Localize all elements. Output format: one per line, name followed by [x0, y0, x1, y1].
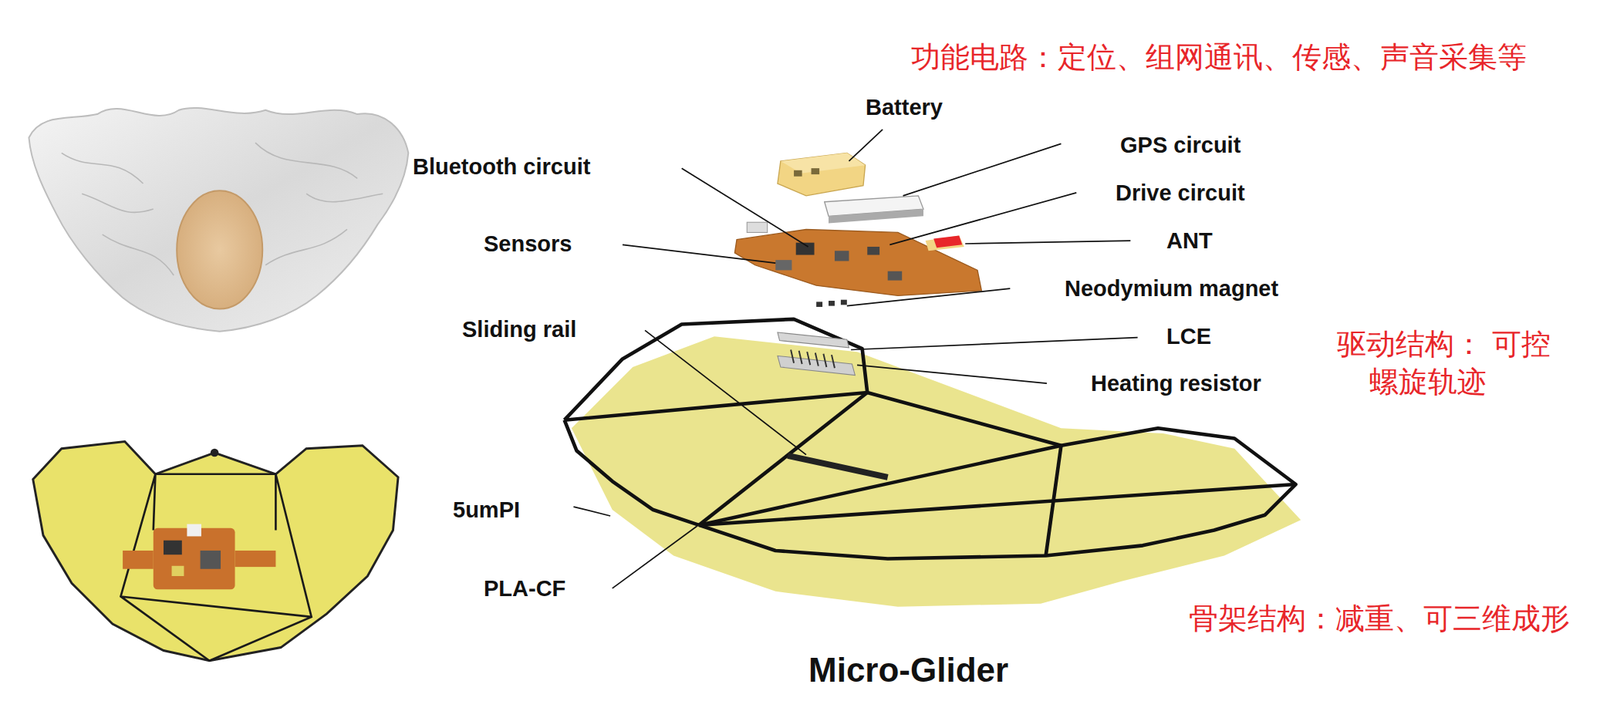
skeleton-frame	[564, 319, 1297, 560]
part-label: LCE	[1166, 323, 1212, 351]
frame-note: 骨架结构：减重、可三维成形	[1188, 601, 1570, 638]
glider-photo	[33, 441, 399, 661]
function-note: 功能电路：定位、组网通讯、传感、声音采集等	[911, 40, 1527, 76]
drive-note: 驱动结构： 可控螺旋轨迹	[1336, 325, 1551, 402]
part-label: Sliding rail	[462, 316, 577, 344]
membrane-photo	[28, 108, 409, 332]
part-label: ANT	[1166, 227, 1213, 255]
part-label: Bluetooth circuit	[412, 153, 591, 181]
part-label: Sensors	[483, 230, 572, 258]
pi-skin	[571, 336, 1301, 607]
part-label: PLA-CF	[483, 575, 566, 603]
part-label: Heating resistor	[1090, 370, 1262, 398]
part-label: Battery	[865, 94, 943, 122]
part-label: 5umPI	[452, 496, 520, 524]
components	[734, 152, 982, 375]
part-label: Neodymium magnet	[1064, 275, 1279, 303]
part-label: Drive circuit	[1115, 179, 1246, 207]
part-label: GPS circuit	[1120, 131, 1241, 159]
leader-lines	[573, 129, 1138, 589]
caption: Micro-Glider	[808, 650, 1009, 692]
sliding-rail	[787, 455, 888, 478]
